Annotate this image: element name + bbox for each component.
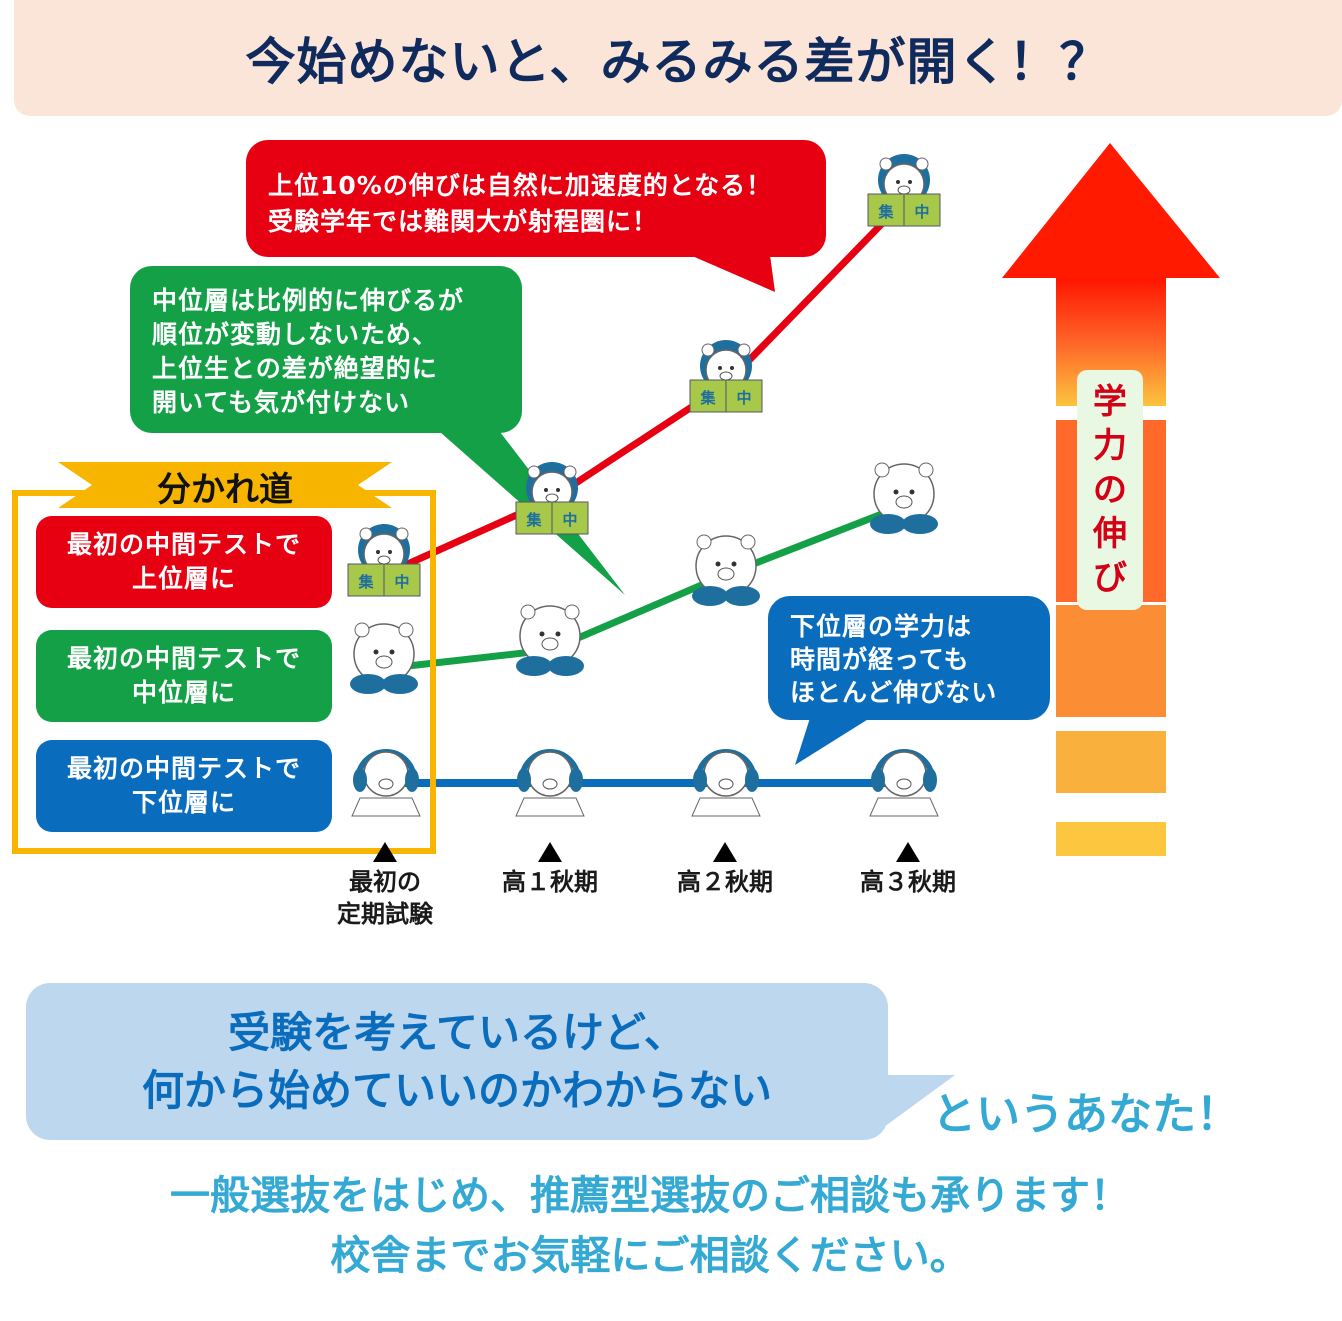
callout-tail-bottom bbox=[795, 718, 870, 765]
axis-tick-grade2-autumn: 高２秋期 bbox=[660, 842, 790, 898]
split-title: 分かれ道 bbox=[157, 470, 293, 510]
bear-sleepy-writing-icon bbox=[510, 740, 590, 820]
callout-tail-top bbox=[690, 255, 775, 292]
bear-face-icon bbox=[691, 534, 761, 607]
callout-middle-tier: 中位層は比例的に伸びるが 順位が変動しないため、 上位生との差が絶望的に 開いて… bbox=[130, 266, 522, 433]
growth-lines-chart bbox=[388, 143, 1220, 856]
axis-tick-first-exam: 最初の 定期試験 bbox=[320, 842, 450, 930]
page-title: 今始めないと、みるみる差が開く！？ bbox=[245, 33, 1111, 91]
header-banner: 今始めないと、みるみる差が開く！？ bbox=[14, 0, 1342, 116]
choice-top-tier: 最初の中間テストで 上位層に bbox=[36, 516, 332, 608]
bear-face-icon bbox=[349, 622, 419, 695]
triangle-marker-icon bbox=[896, 842, 920, 862]
bear-reading-book-icon bbox=[515, 461, 589, 535]
triangle-marker-icon bbox=[373, 842, 397, 862]
triangle-marker-icon bbox=[713, 842, 737, 862]
axis-tick-grade3-autumn: 高３秋期 bbox=[843, 842, 973, 898]
middle-tier-line bbox=[389, 501, 907, 672]
growth-arrow-label: 学 力 の 伸 び bbox=[1077, 370, 1143, 610]
triangle-marker-icon bbox=[538, 842, 562, 862]
bear-reading-book-icon bbox=[347, 523, 421, 597]
closing-message: 一般選抜をはじめ、推薦型選抜のご相談も承ります！ 校舎までお気軽にご相談ください… bbox=[170, 1173, 1130, 1279]
bear-reading-book-icon bbox=[689, 339, 763, 413]
bear-sleepy-writing-icon bbox=[346, 740, 426, 820]
axis-tick-grade1-autumn: 高１秋期 bbox=[485, 842, 615, 898]
worry-speech-bubble: 受験を考えているけど、 何から始めていいのかわからない bbox=[26, 983, 888, 1140]
bear-sleepy-writing-icon bbox=[686, 740, 766, 820]
top-tier-line bbox=[388, 197, 908, 576]
split-ribbon-icon bbox=[58, 462, 392, 508]
bear-face-icon bbox=[515, 604, 585, 677]
bottom-bubble-tail bbox=[880, 1075, 955, 1130]
choice-low-tier: 最初の中間テストで 下位層に bbox=[36, 740, 332, 832]
callout-low-tier: 下位層の学力は 時間が経っても ほとんど伸びない bbox=[768, 596, 1050, 720]
you-text: というあなた！ bbox=[932, 1089, 1240, 1140]
callout-top-tier: 上位10%の伸びは自然に加速度的となる！ 受験学年では難関大が射程圏に！ bbox=[246, 140, 826, 257]
bear-reading-book-icon bbox=[867, 153, 941, 227]
choice-middle-tier: 最初の中間テストで 中位層に bbox=[36, 630, 332, 722]
bear-sleepy-writing-icon bbox=[864, 740, 944, 820]
bear-face-icon bbox=[869, 462, 939, 535]
